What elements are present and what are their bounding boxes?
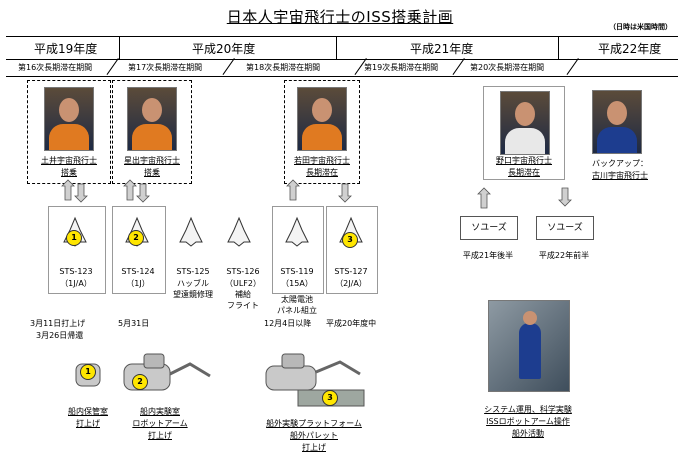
date-label: 12月4日以降 — [264, 319, 312, 328]
timezone-note: （日時は米国時間） — [609, 23, 672, 31]
expedition-16: 第16次長期滞在期間 — [18, 63, 93, 72]
flight-sub: （2J/A） — [335, 279, 367, 288]
flight-label: STS-126 — [226, 267, 260, 276]
expedition-19: 第19次長期滞在期間 — [364, 63, 439, 72]
year-h21: 平成21年度 — [410, 42, 474, 56]
astronaut-role: 長期滞在 — [508, 168, 540, 177]
flight-box-sts127 — [326, 206, 378, 294]
shuttle-icon — [285, 216, 309, 247]
year-divider — [119, 37, 120, 59]
module-number-badge: 3 — [322, 390, 338, 406]
arrow-up-icon — [286, 179, 300, 201]
mission-task: ISSロボットアーム操作 — [486, 417, 570, 426]
astronaut-box-wakata: 若田宇宙飛行士 長期滞在 — [284, 80, 360, 184]
flight-sub: （1J/A） — [60, 279, 92, 288]
flight-sub: 望遠鏡修理 — [173, 290, 213, 299]
backup-name: 古川宇宙飛行士 — [592, 171, 648, 180]
arrow-up-icon — [477, 187, 491, 209]
flight-label: STS-123 — [59, 267, 93, 276]
shuttle-icon — [179, 216, 203, 247]
astronaut-photo — [500, 91, 550, 155]
date-label: 3月26日帰還 — [36, 331, 84, 340]
year-h22: 平成22年度 — [598, 42, 662, 56]
astronaut-name: 野口宇宙飛行士 — [496, 156, 552, 165]
module-number-badge: 1 — [80, 364, 96, 380]
astronaut-box-noguchi: 野口宇宙飛行士 長期滞在 — [483, 86, 565, 180]
arrow-down-icon — [74, 183, 88, 203]
module-label: 打上げ — [148, 431, 172, 440]
astronaut-box-hoshide: 星出宇宙飛行士 搭乗 — [112, 80, 192, 184]
module-label: 船外実験プラットフォーム — [266, 419, 362, 428]
page-title: 日本人宇宙飛行士のISS搭乗計画 — [226, 8, 454, 26]
year-h20: 平成20年度 — [192, 42, 256, 56]
expedition-17: 第17次長期滞在期間 — [128, 63, 203, 72]
flight-label: STS-124 — [121, 267, 155, 276]
date-label: 平成20年度中 — [326, 319, 377, 328]
arrow-down-icon — [338, 183, 352, 203]
flight-label: STS-125 — [176, 267, 210, 276]
flight-number-badge: 3 — [342, 232, 358, 248]
astronaut-role: 長期滞在 — [306, 168, 338, 177]
module-label: 打上げ — [76, 419, 100, 428]
flight-number-badge: 1 — [66, 230, 82, 246]
flight-box-sts124 — [112, 206, 166, 294]
arrow-up-icon — [123, 179, 137, 201]
flight-sub: 補給 — [235, 290, 251, 299]
flight-note: パネル組立 — [277, 306, 317, 315]
flight-box-sts123 — [48, 206, 106, 294]
date-label: 5月31日 — [118, 319, 150, 328]
date-label: 3月11日打上げ — [30, 319, 86, 328]
arrow-down-icon — [558, 187, 572, 207]
expedition-20: 第20次長期滞在期間 — [470, 63, 545, 72]
module-label: 船外パレット — [290, 431, 338, 440]
astronaut-photo-furukawa — [592, 90, 642, 154]
astronaut-name: 土井宇宙飛行士 — [41, 156, 97, 165]
flight-sub: （15A） — [281, 279, 313, 288]
astronaut-photo — [127, 87, 177, 151]
expedition-18: 第18次長期滞在期間 — [246, 63, 321, 72]
module-label: ロボットアーム — [132, 419, 188, 428]
mission-task: 船外活動 — [512, 429, 544, 438]
arrow-down-icon — [136, 183, 150, 203]
iss-interior-photo — [488, 300, 570, 392]
soyuz-date: 平成22年前半 — [538, 251, 590, 260]
module-label: 船内実験室 — [140, 407, 180, 416]
arrow-up-icon — [61, 179, 75, 201]
astronaut-photo — [44, 87, 94, 151]
astronaut-box-doi: 土井宇宙飛行士 搭乗 — [27, 80, 111, 184]
astronaut-role: 搭乗 — [61, 168, 77, 177]
flight-sub: フライト — [227, 301, 259, 310]
flight-label: STS-119 — [280, 267, 314, 276]
soyuz-date: 平成21年後半 — [462, 251, 514, 260]
astronaut-photo — [297, 87, 347, 151]
year-divider — [336, 37, 337, 59]
module-number-badge: 2 — [132, 374, 148, 390]
flight-label: STS-127 — [334, 267, 368, 276]
fiscal-year-bar: 平成19年度 平成20年度 平成21年度 平成22年度 — [6, 36, 678, 60]
astronaut-name: 若田宇宙飛行士 — [294, 156, 350, 165]
astronaut-role: 搭乗 — [144, 168, 160, 177]
flight-number-badge: 2 — [128, 230, 144, 246]
year-divider — [558, 37, 559, 59]
module-label: 打上げ — [302, 443, 326, 452]
mission-task: システム運用、科学実験 — [484, 405, 572, 414]
shuttle-icon — [227, 216, 251, 247]
flight-sub: （1J） — [126, 279, 150, 288]
lab-module-icon — [123, 353, 211, 391]
flight-box-sts119 — [272, 206, 324, 294]
exposed-facility-icon — [265, 353, 365, 407]
flight-note: 太陽電池 — [281, 295, 313, 304]
soyuz-box: ソユーズ — [460, 216, 518, 240]
year-h19: 平成19年度 — [34, 42, 98, 56]
backup-label: バックアップ： — [592, 159, 648, 168]
module-label: 船内保管室 — [68, 407, 108, 416]
flight-sub: （ULF2） — [224, 279, 261, 288]
soyuz-box: ソユーズ — [536, 216, 594, 240]
flight-sub: ハッブル — [177, 279, 209, 288]
astronaut-name: 星出宇宙飛行士 — [124, 156, 180, 165]
expedition-bar: 第16次長期滞在期間 第17次長期滞在期間 第18次長期滞在期間 第19次長期滞… — [6, 58, 678, 77]
